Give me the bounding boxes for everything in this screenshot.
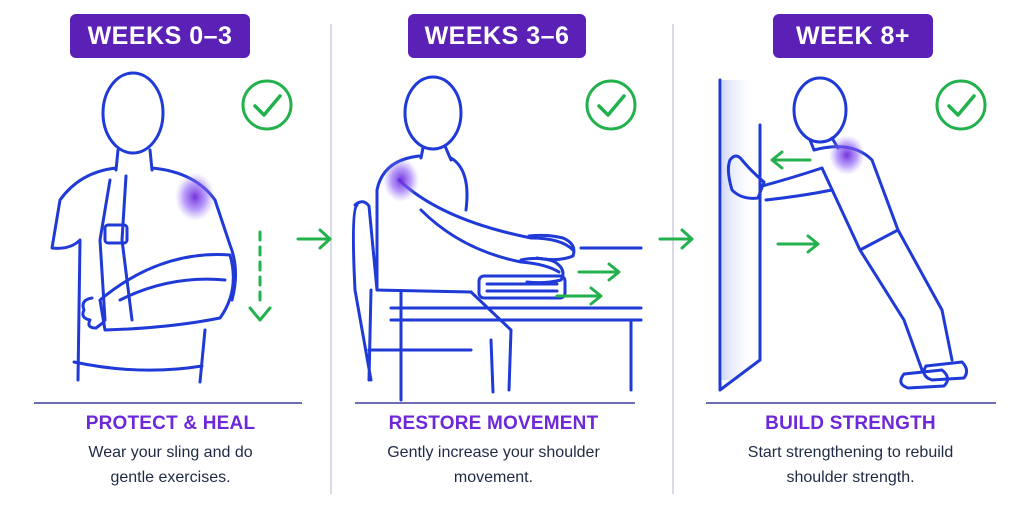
section-rule	[706, 402, 996, 404]
stage-description: Wear your sling and do gentle exercises.	[0, 440, 341, 490]
description-line: Gently increase your shoulder	[387, 444, 600, 461]
divider-1	[330, 24, 332, 494]
stage-description: Gently increase your shoulder movement.	[323, 440, 664, 490]
arrow-right-icon	[658, 228, 694, 250]
stage-title: RESTORE MOVEMENT	[388, 413, 599, 434]
check-circle-icon	[585, 79, 637, 131]
stage-panel-restore-movement: WEEKS 3–6	[341, 0, 682, 512]
stage-badge: WEEK 8+	[773, 14, 933, 58]
description-line: shoulder strength.	[786, 469, 915, 486]
stage-panel-protect-heal: WEEKS 0–3	[0, 0, 341, 512]
check-circle-icon	[935, 79, 987, 131]
description-line: gentle exercises.	[110, 469, 231, 486]
stage-badge: WEEKS 0–3	[70, 14, 250, 58]
seated-table-slide-illustration	[351, 75, 643, 402]
stage-title: PROTECT & HEAL	[85, 413, 256, 434]
pain-spot	[175, 173, 215, 221]
description-line: movement.	[453, 469, 534, 486]
pain-spot	[829, 135, 865, 175]
sling-figure-illustration	[50, 71, 272, 384]
pain-spot	[383, 158, 419, 202]
stage-badge: WEEKS 3–6	[408, 14, 586, 58]
divider-2	[672, 24, 674, 494]
stage-panel-build-strength: WEEK 8+	[682, 0, 1023, 512]
stage-description: Start strengthening to rebuild shoulder …	[680, 440, 1021, 490]
wall-pushup-illustration	[718, 76, 969, 392]
arrow-right-icon	[296, 228, 332, 250]
stage-title: BUILD STRENGTH	[765, 413, 936, 434]
check-circle-icon	[241, 79, 293, 131]
description-line: Start strengthening to rebuild	[747, 444, 954, 461]
description-line: Wear your sling and do	[88, 444, 253, 461]
section-rule	[34, 402, 302, 404]
section-rule	[355, 402, 635, 404]
